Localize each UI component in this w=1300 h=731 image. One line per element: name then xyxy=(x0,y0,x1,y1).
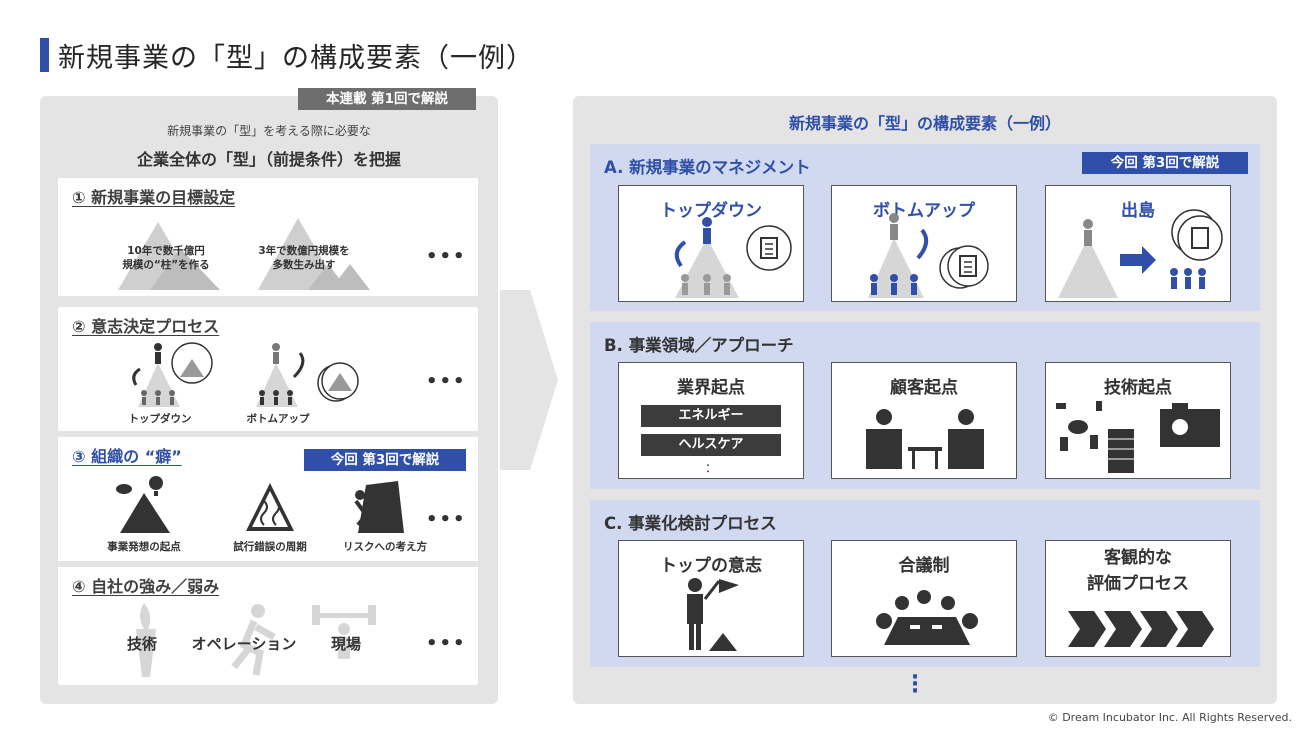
current-episode-tag: 今回 第3回で解説 xyxy=(304,449,466,471)
idea-origin-icon xyxy=(116,476,170,533)
right-arrow-icon xyxy=(500,290,558,470)
bottom-up-icon xyxy=(256,343,359,407)
trial-cycle-icon xyxy=(246,483,294,531)
business-domain-title: B. 事業領域／アプローチ xyxy=(604,336,794,355)
spinout-card-title: 出島 xyxy=(1121,201,1155,221)
consensus-title: 合議制 xyxy=(898,556,950,576)
decision-process-title: ② 意志決定プロセス xyxy=(72,317,220,336)
top-down-label: トップダウン xyxy=(128,413,192,425)
goal-item-many: 3年で数億円規模を 多数生み出す xyxy=(258,245,350,271)
technology-label: 技術 xyxy=(126,635,157,653)
top-will-title: トップの意志 xyxy=(660,556,762,576)
series-tag: 本連載 第1回で解説 xyxy=(298,88,476,110)
risk-attitude-icon xyxy=(354,481,404,533)
technology-origin-card: 技術起点 xyxy=(1045,362,1231,479)
meeting-table-icon xyxy=(876,590,978,645)
industry-energy: エネルギー xyxy=(641,405,781,427)
objective-eval-title: 客観的な 評価プロセス xyxy=(1087,548,1189,594)
org-habit-box: ③ 組織の “癖” 今回 第3回で解説 事業発想の起点 試行錯誤の周期 リスクへ… xyxy=(58,437,478,561)
current-episode-tag: 今回 第3回で解説 xyxy=(1082,152,1248,174)
more-dots: ••• xyxy=(426,371,467,392)
copyright: © Dream Incubator Inc. All Rights Reserv… xyxy=(1047,711,1292,724)
right-heading: 新規事業の「型」の構成要素（一例） xyxy=(788,114,1061,133)
customer-origin-title: 顧客起点 xyxy=(890,378,958,398)
bottom-up-icon xyxy=(868,213,989,298)
top-down-icon xyxy=(674,217,792,298)
torch-icon xyxy=(136,603,156,677)
weightlifter-icon xyxy=(312,605,376,659)
decision-process-box: ② 意志決定プロセス トップダウン ボトムアップ ••• xyxy=(58,307,478,431)
field-label: 現場 xyxy=(330,635,361,653)
goal-item-pillar: 10年で数千億円 規模の“柱”を作る xyxy=(122,245,210,271)
top-down-icon xyxy=(132,342,213,407)
more-dots: ••• xyxy=(426,246,467,267)
operation-label: オペレーション xyxy=(191,635,297,653)
meeting-people-icon xyxy=(866,409,984,469)
title-accent-bar xyxy=(40,38,49,72)
top-down-card-title: トップダウン xyxy=(660,201,762,221)
process-chevrons-icon xyxy=(1068,611,1214,647)
goal-setting-box: ① 新規事業の目標設定 10年で数千億円 規模の“柱”を作る 3年で数億円規模を… xyxy=(58,178,478,296)
industry-more: ： xyxy=(704,461,717,475)
trial-cycle-label: 試行錯誤の周期 xyxy=(233,541,307,553)
goal-setting-title: ① 新規事業の目標設定 xyxy=(72,188,236,207)
more-dots: ••• xyxy=(426,509,467,530)
strengths-box: ④ 自社の強み／弱み 技術 オペレーション 現場 ••• xyxy=(58,567,478,685)
risk-attitude-label: リスクへの考え方 xyxy=(343,541,427,553)
leader-flag-icon xyxy=(687,578,739,651)
bottom-up-label: ボトムアップ xyxy=(246,413,310,425)
left-subtitle: 新規事業の「型」を考える際に必要な xyxy=(167,124,371,138)
technology-origin-title: 技術起点 xyxy=(1104,378,1172,398)
spinout-icon xyxy=(1058,209,1223,298)
runner-icon xyxy=(231,604,276,676)
consensus-card: 合議制 xyxy=(831,540,1017,657)
left-heading: 企業全体の「型」（前提条件）を把握 xyxy=(136,150,401,169)
top-down-card: トップダウン xyxy=(618,185,804,302)
idea-origin-label: 事業発想の起点 xyxy=(107,541,181,553)
org-habit-title: ③ 組織の “癖” xyxy=(72,447,182,466)
bottom-up-card: ボトムアップ xyxy=(831,185,1017,302)
objective-eval-card: 客観的な 評価プロセス xyxy=(1045,540,1231,657)
tech-infrastructure-icon xyxy=(1056,401,1220,473)
industry-healthcare: ヘルスケア xyxy=(641,434,781,456)
commercialization-title: C. 事業化検討プロセス xyxy=(604,514,777,533)
industry-origin-title: 業界起点 xyxy=(677,378,745,398)
management-title: A. 新規事業のマネジメント xyxy=(604,158,811,177)
top-will-card: トップの意志 xyxy=(618,540,804,657)
industry-origin-card: 業界起点 エネルギー ヘルスケア ： xyxy=(618,362,804,479)
mountain-icons xyxy=(118,218,370,290)
more-dots-vertical: ··· xyxy=(910,665,920,704)
spinout-card: 出島 xyxy=(1045,185,1231,302)
page-title: 新規事業の「型」の構成要素（一例） xyxy=(58,43,534,74)
customer-origin-card: 顧客起点 xyxy=(831,362,1017,479)
more-dots: ••• xyxy=(426,633,467,654)
strengths-title: ④ 自社の強み／弱み xyxy=(72,577,220,596)
